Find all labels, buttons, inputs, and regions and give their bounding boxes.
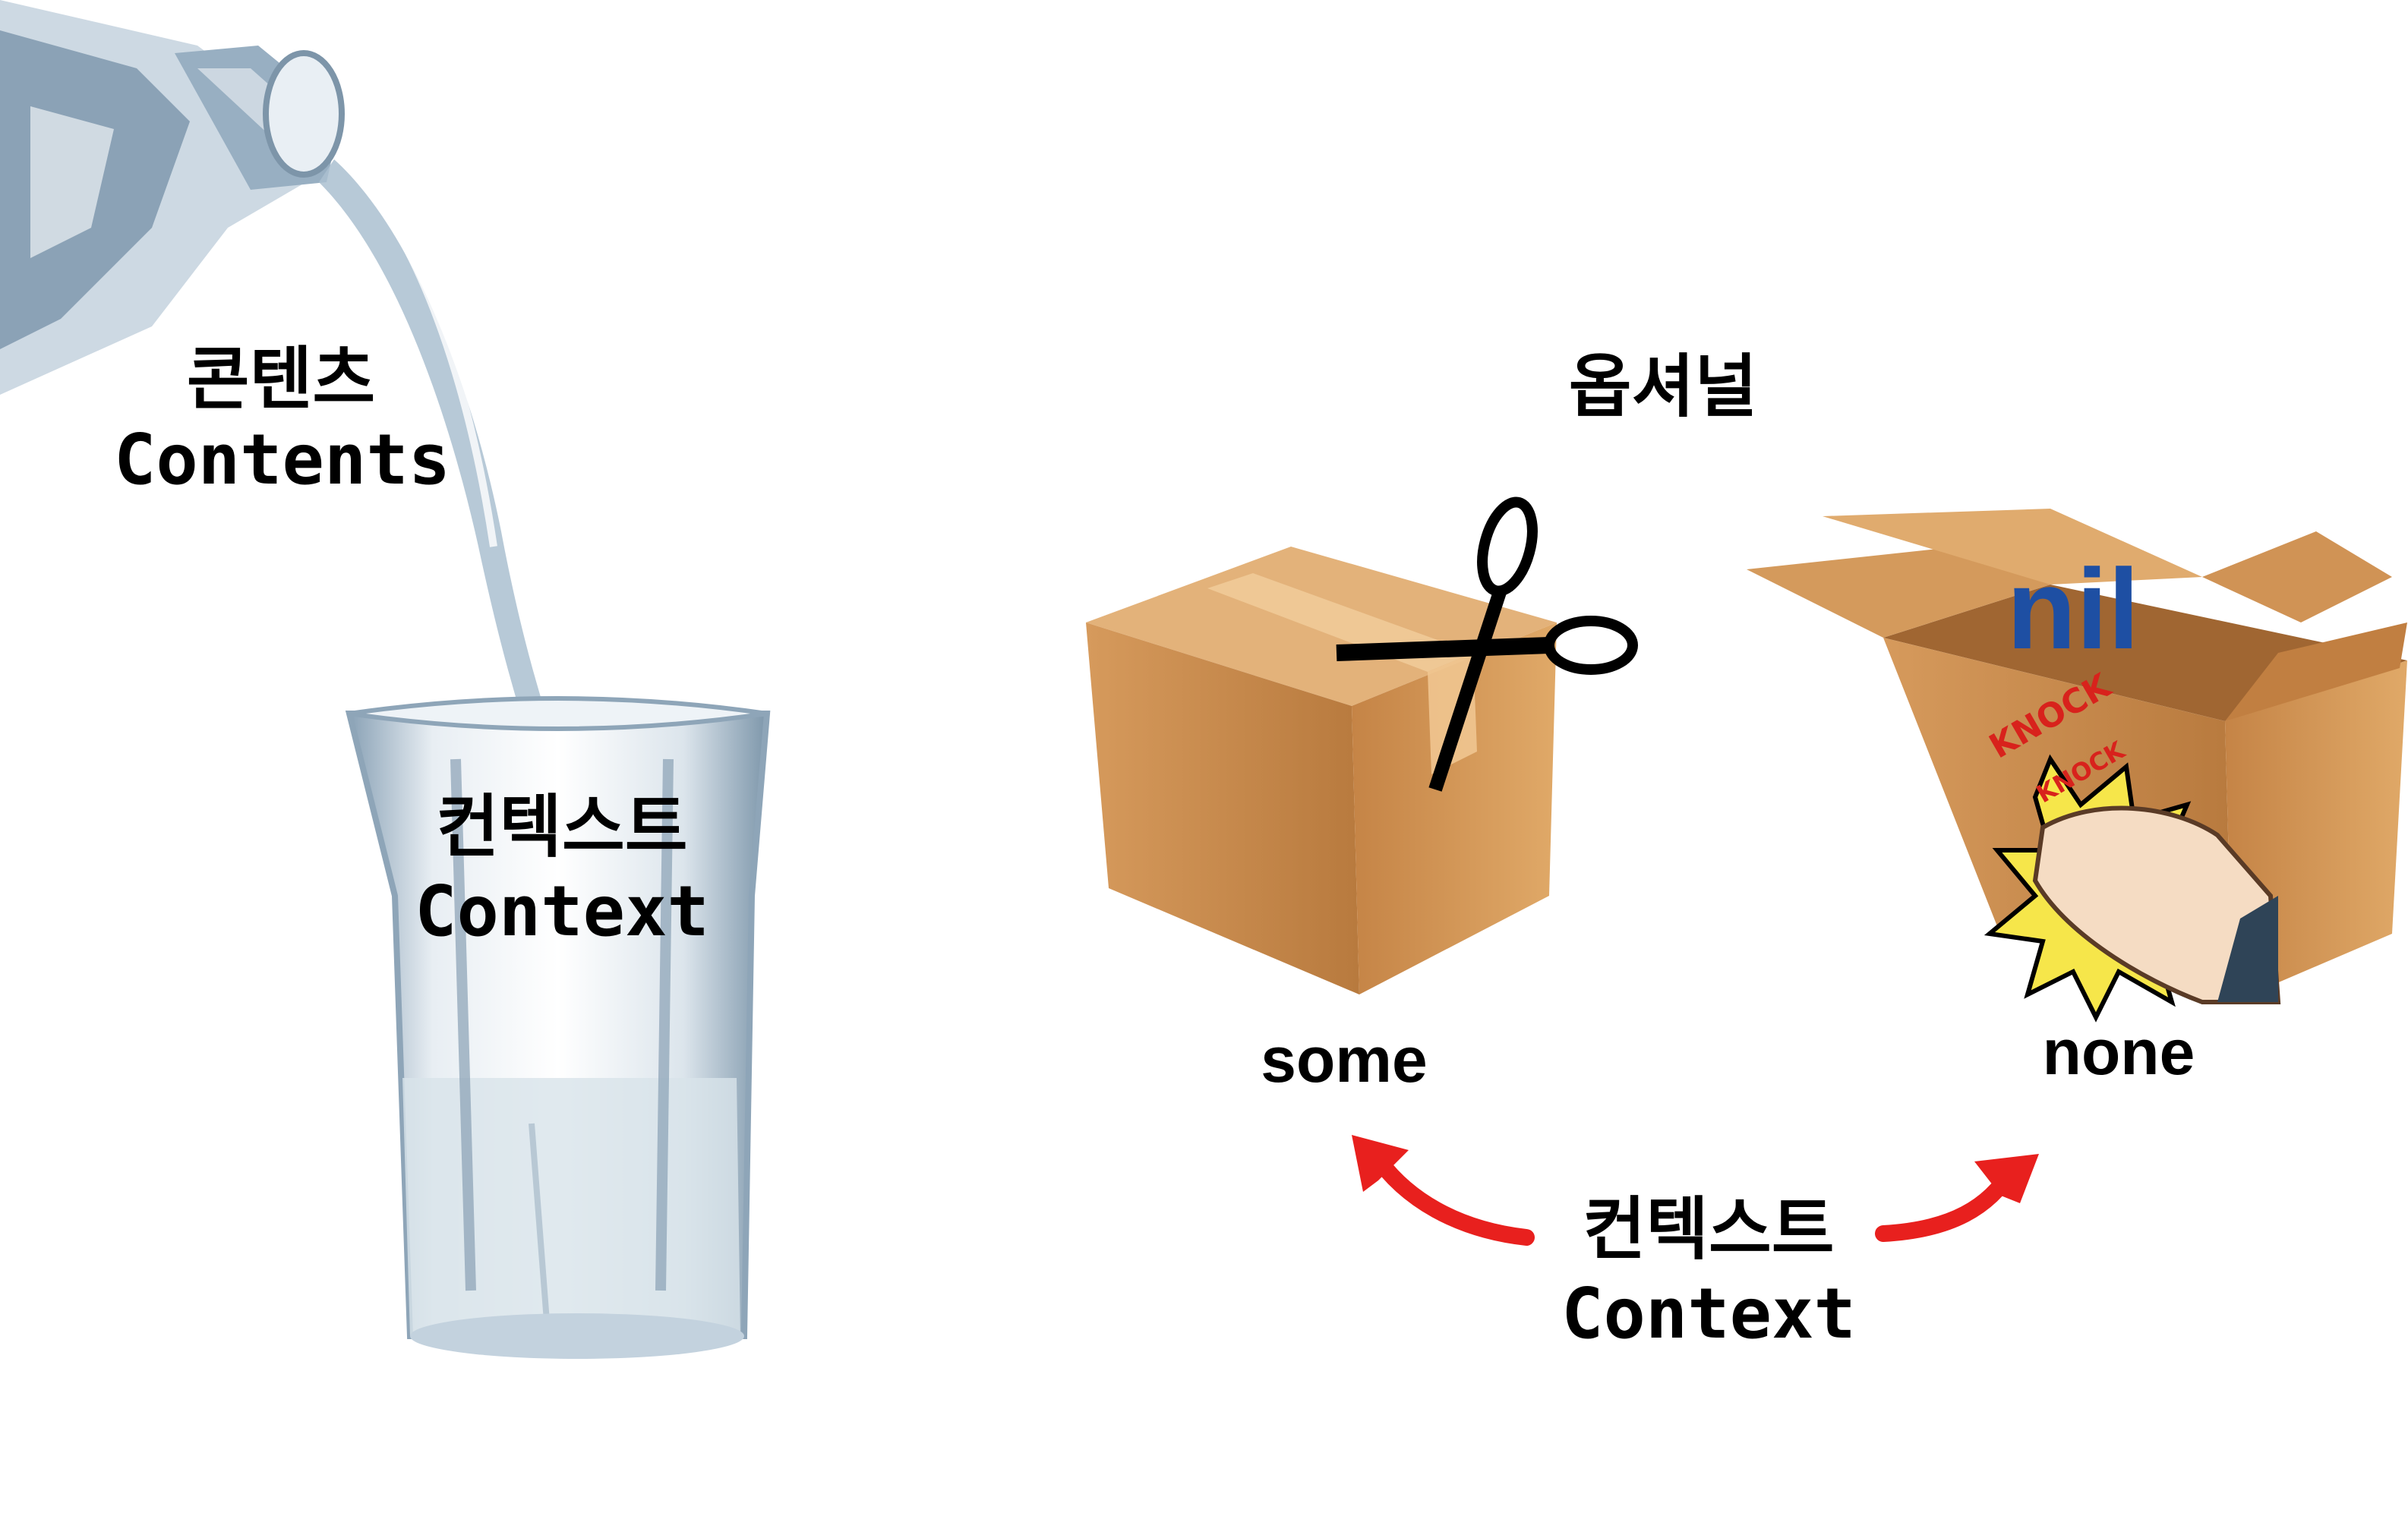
fist-icon — [2032, 805, 2281, 1004]
some-label-text: some — [1261, 1024, 1428, 1095]
arrow-icon — [1352, 1135, 1535, 1246]
optional-context-label-en: Context — [1561, 1273, 1856, 1354]
nil-label: nil — [1974, 547, 2172, 672]
none-label-text: none — [2042, 1016, 2195, 1088]
water-stream — [319, 159, 554, 752]
scissors-icon — [1336, 496, 1638, 792]
contents-label-en-box: Contents — [114, 419, 451, 500]
optional-title: 옵셔널 — [1526, 349, 1800, 424]
glass-context-label-en-box: Context — [410, 873, 714, 950]
optional-context-label: 컨텍스트 — [1549, 1192, 1868, 1267]
glass-context-label: 컨텍스트 — [410, 790, 714, 865]
optional-context-label-ko: 컨텍스트 — [1583, 1190, 1835, 1269]
glass-context-label-en: Context — [415, 871, 709, 952]
optional-context-label-en-box: Context — [1549, 1275, 1868, 1352]
some-label: some — [1215, 1025, 1473, 1095]
contents-label-ko: 콘텐츠 — [186, 339, 376, 419]
contents-label: 콘텐츠 — [129, 342, 433, 417]
glass-context-label-ko: 컨텍스트 — [436, 787, 688, 867]
none-label: none — [1990, 1016, 2248, 1088]
contents-label-en: Contents — [114, 419, 451, 500]
nil-label-text: nil — [2006, 545, 2140, 673]
sealed-box-icon — [1086, 547, 1557, 994]
arrow-icon — [1875, 1154, 2039, 1242]
glass-icon — [345, 696, 771, 1359]
water-bottle-icon — [0, 0, 345, 395]
optional-title-text: 옵셔널 — [1568, 347, 1758, 427]
